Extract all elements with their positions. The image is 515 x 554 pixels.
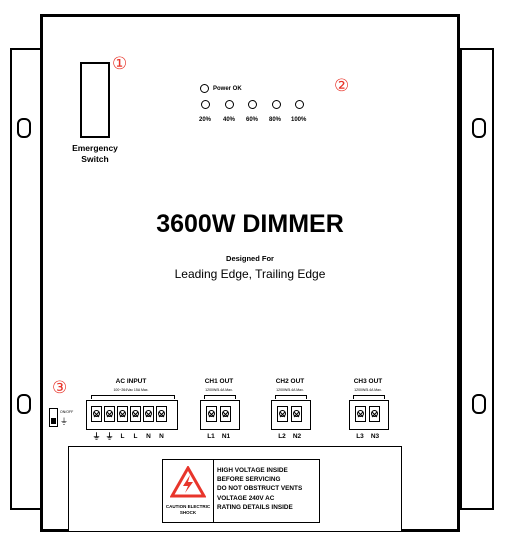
ch3-terminal-n3[interactable] [369,406,380,422]
ch2-terminal-label: N2 [292,433,302,440]
ground-icon: ⏚ [60,417,68,426]
led-60 [248,100,257,109]
led-label-60: 60% [246,117,259,123]
led-80 [272,100,281,109]
callout-2: ② [334,76,350,96]
warning-line: DO NOT OBSTRUCT VENTS [217,485,303,493]
screw-icon [293,410,300,417]
ac-terminal-ground[interactable] [91,406,102,422]
ch2-terminal-l2[interactable] [277,406,288,422]
warning-line: RATING DETAILS INSIDE [217,503,293,511]
ch3-terminal-label: L3 [356,433,364,440]
screw-icon [119,410,126,417]
ac-terminal-label: N [146,433,151,440]
led-label-80: 80% [269,117,282,123]
ch1-out-label: CH1 OUT [204,378,234,385]
ch1-rating: 1200W/5.4A Max. [205,388,233,392]
electric-shock-icon [170,466,206,498]
mounting-slot-icon [17,394,31,414]
ac-terminal-l[interactable] [117,406,128,422]
warning-line: BEFORE SERVICING [217,476,281,484]
on-off-switch[interactable] [49,408,58,427]
left-mounting-bracket [10,48,44,510]
ch3-terminal-label: N3 [370,433,380,440]
led-label-100: 100% [291,117,307,123]
ch3-bracket [353,395,385,399]
emergency-switch-label-line2: Switch [81,154,109,164]
warning-line: VOLTAGE 240V AC [217,494,275,502]
designed-for-label: Designed For [226,254,274,263]
ch3-out-label: CH3 OUT [353,378,383,385]
ch1-terminal-label: L1 [207,433,215,440]
ac-terminal-label: ⏚ [105,432,114,441]
ac-terminal-label: L [133,433,138,440]
product-title: 3600W DIMMER [156,210,344,238]
emergency-switch[interactable] [80,62,110,138]
edge-types-label: Leading Edge, Trailing Edge [174,267,326,281]
screw-icon [357,410,364,417]
on-off-label: ON/OFF [60,410,74,414]
led-40 [225,100,234,109]
screw-icon [222,410,229,417]
ac-terminal-l[interactable] [130,406,141,422]
screw-icon [279,410,286,417]
screw-icon [208,410,215,417]
ch2-terminal-n2[interactable] [291,406,302,422]
ch2-out-label: CH2 OUT [275,378,305,385]
ch1-bracket [204,395,236,399]
ac-terminal-label: N [159,433,164,440]
ch3-rating: 1200W/5.4A Max. [354,388,382,392]
screw-icon [145,410,152,417]
power-ok-led [200,84,209,93]
ac-terminal-n[interactable] [143,406,154,422]
led-100 [295,100,304,109]
led-20 [201,100,210,109]
ac-input-bracket [91,395,175,399]
mounting-slot-icon [472,118,486,138]
warning-icon-caption: CAUTION ELECTRIC SHOCK [165,504,211,515]
led-label-40: 40% [223,117,236,123]
screw-icon [106,410,113,417]
ch1-terminal-n1[interactable] [220,406,231,422]
screw-icon [132,410,139,417]
callout-1: ① [112,54,128,74]
mounting-slot-icon [17,118,31,138]
screw-icon [371,410,378,417]
emergency-switch-label-line1: Emergency [72,143,118,153]
ch3-terminal-l3[interactable] [355,406,366,422]
ac-input-rating: 100~264Vac 15A Max. [113,388,149,392]
ac-terminal-n[interactable] [156,406,167,422]
ac-terminal-ground[interactable] [104,406,115,422]
led-label-20: 20% [199,117,212,123]
warning-label: CAUTION ELECTRIC SHOCK HIGH VOLTAGE INSI… [162,459,320,523]
screw-icon [158,410,165,417]
emergency-switch-label: Emergency Switch [60,143,130,165]
ch1-terminal-l1[interactable] [206,406,217,422]
ac-terminal-label: L [120,433,125,440]
ac-input-label: AC INPUT [115,378,147,385]
ch2-bracket [275,395,307,399]
ch1-terminal-label: N1 [221,433,231,440]
warning-line: HIGH VOLTAGE INSIDE [217,467,288,474]
screw-icon [93,410,100,417]
ac-terminal-label: ⏚ [92,432,101,441]
callout-3: ③ [52,378,68,398]
ch2-rating: 1200W/5.4A Max. [276,388,304,392]
mounting-slot-icon [472,394,486,414]
ch2-terminal-label: L2 [278,433,286,440]
power-ok-label: Power OK [213,86,242,92]
